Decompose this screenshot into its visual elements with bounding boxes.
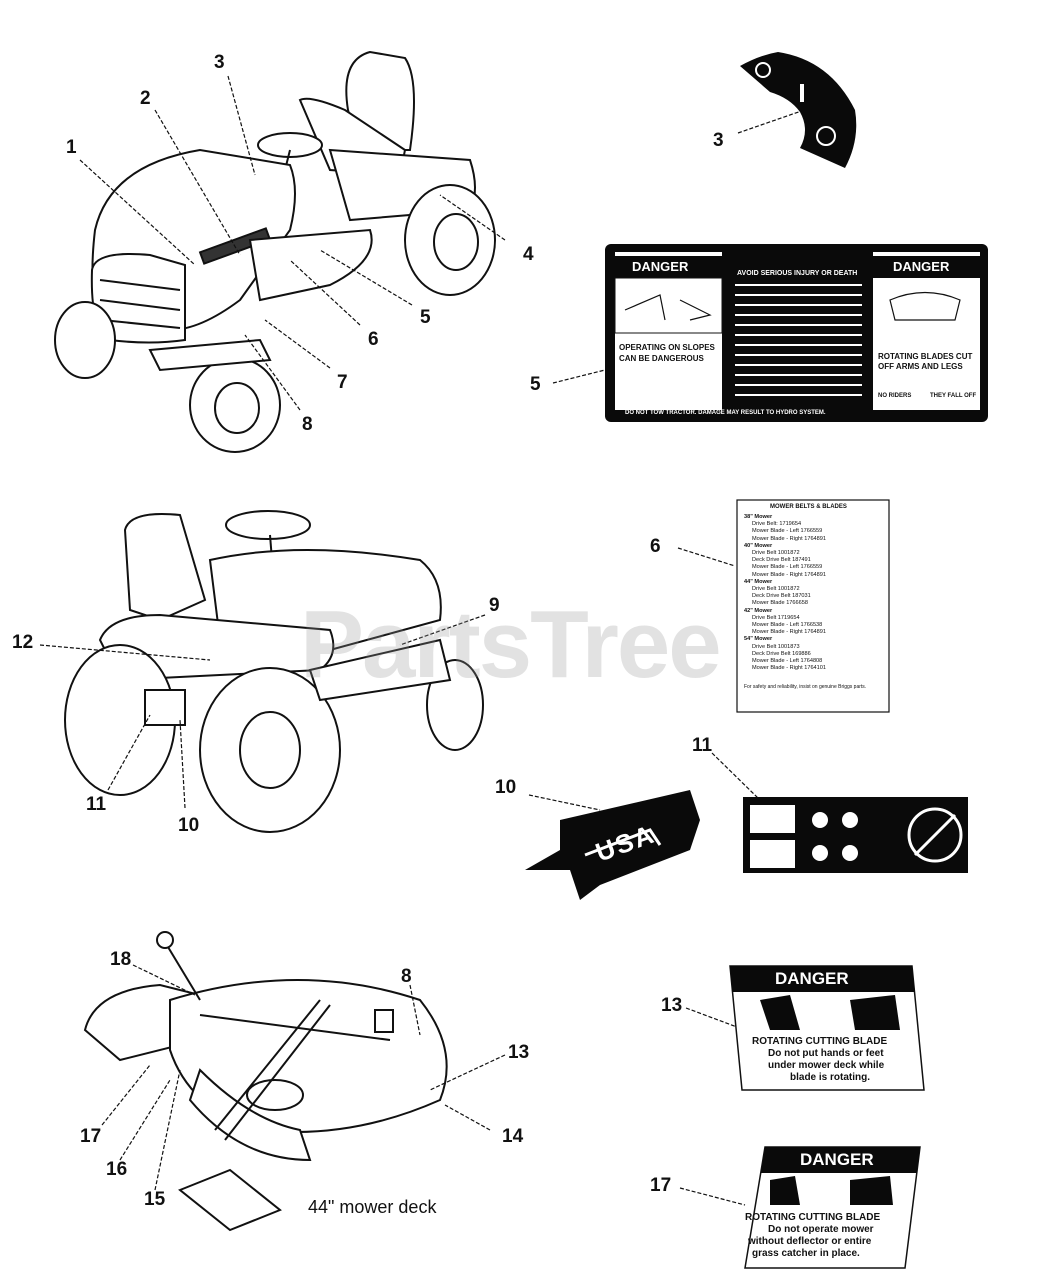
ignition-decal [740,52,857,168]
callout-7: 7 [337,372,348,393]
decal5-left-header: DANGER [632,259,689,274]
decal6-row: Drive Belt: 1719654 [752,521,802,528]
decal5-right-text-2: OFF ARMS AND LEGS [878,362,963,371]
decal5-left-text-1: OPERATING ON SLOPES [619,343,715,352]
decal6-row: Mower Blade - Right 1764891 [752,571,827,578]
callout-11-decal: 11 [692,735,713,756]
decal6-row: Drive Belt 1001872 [752,586,800,593]
callout-5: 5 [420,307,431,328]
callout-18: 18 [110,949,132,970]
decal17-line1: ROTATING CUTTING BLADE [745,1212,881,1223]
decal6-row: 40" Mower [744,542,773,549]
decal5-right-text-3: NO RIDERS [878,393,912,399]
decal6-row: Mower Blade - Left 1766559 [752,564,823,571]
decal6-row: Drive Belt 1719654 [752,614,800,621]
callout-3: 3 [214,52,225,73]
callout-10-decal: 10 [495,777,517,798]
decal6-row: 44" Mower [744,578,773,585]
callout-4: 4 [523,244,534,265]
callout-13-decal: 13 [661,995,683,1016]
decal17-line4: grass catcher in place. [752,1248,860,1259]
decal6-row: 42" Mower [744,607,773,614]
decal5-footer: DO NOT TOW TRACTOR. DAMAGE MAY RESULT TO… [625,410,826,416]
tractor-front-view [54,50,496,453]
decal6-footer: For safety and reliability, insist on ge… [744,684,867,690]
safety-pictogram-decal [743,797,968,873]
callout-5-decal: 5 [530,374,541,395]
callout-15: 15 [144,1189,166,1210]
callout-11: 11 [86,794,107,815]
leader-lines-bottom [101,964,746,1206]
decal6-row: Mower Blade - Right 1764101 [752,665,827,672]
decal6-row: Deck Drive Belt 169886 [752,650,811,657]
decal13-line1: ROTATING CUTTING BLADE [752,1036,888,1047]
decal5-center-header: AVOID SERIOUS INJURY OR DEATH [737,270,858,277]
mower-deck [83,931,448,1232]
callout-3-decal: 3 [713,130,724,151]
decal17-line2: Do not operate mower [768,1224,874,1235]
decal6-row: Mower Blade - Left 1764808 [752,658,823,665]
decal13-header: DANGER [775,969,849,988]
decal13-line2: Do not put hands or feet [768,1048,884,1059]
decal13-line3: under mower deck while [768,1060,885,1071]
decal6-row: Deck Drive Belt 187031 [752,593,811,600]
mower-belts-decal [736,499,890,713]
decal17-header: DANGER [800,1150,874,1169]
tractor-rear-view [64,510,484,833]
leader-lines-top [79,75,811,411]
decal6-row: Mower Blade 1766658 [752,600,808,607]
decal6-row: Mower Blade - Left 1766559 [752,528,823,535]
usa-decal [525,790,700,900]
decal6-row: Deck Drive Belt 187491 [752,557,811,564]
decal6-row: Mower Blade - Right 1764891 [752,629,827,636]
decal5-right-text-4: THEY FALL OFF [930,393,977,399]
callout-6-decal: 6 [650,536,661,557]
danger-decal-5 [605,244,988,422]
callout-1: 1 [66,137,77,158]
callout-13: 13 [508,1042,530,1063]
decal6-row: 54" Mower [744,636,773,643]
decal6-row: Drive Belt 1001872 [752,550,800,557]
callout-12: 12 [12,632,34,653]
callout-17: 17 [80,1126,102,1147]
deck-caption: 44" mower deck [308,1197,437,1217]
decal5-right-text-1: ROTATING BLADES CUT [878,352,973,361]
decal6-title: MOWER BELTS & BLADES [770,504,847,510]
decal17-line3: without deflector or entire [748,1236,872,1247]
callout-16: 16 [106,1159,128,1180]
decal5-left-text-2: CAN BE DANGEROUS [619,354,704,363]
callout-17-decal: 17 [650,1175,672,1196]
decal6-row: Drive Belt 1001873 [752,643,800,650]
decal6-row: 38" Mower [744,514,773,520]
callout-8: 8 [302,414,313,435]
callout-9: 9 [489,595,500,616]
decal13-line4: blade is rotating. [790,1072,871,1083]
callout-10: 10 [178,815,200,836]
callout-2: 2 [140,88,151,109]
leader-lines-middle [39,547,761,811]
callout-6: 6 [368,329,379,350]
danger-decal-13 [729,965,925,1091]
decal5-right-header: DANGER [893,259,950,274]
callout-8-deck: 8 [401,966,412,987]
decal6-row: Mower Blade - Left 1766538 [752,622,823,629]
callout-14: 14 [502,1126,524,1147]
decal6-row: Mower Blade - Right 1764891 [752,535,827,542]
danger-decal-17 [744,1146,921,1269]
